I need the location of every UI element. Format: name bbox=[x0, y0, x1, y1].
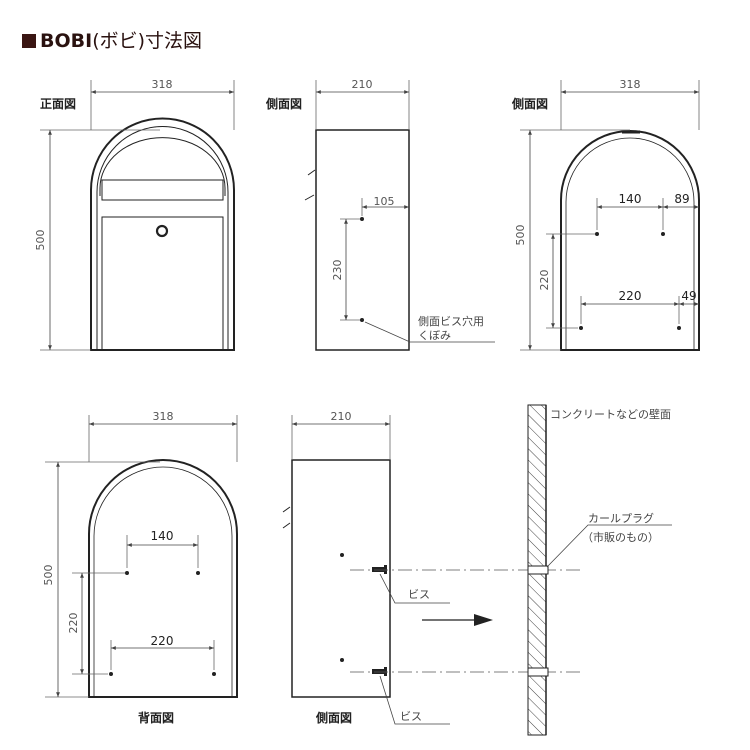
wall-plug-bottom bbox=[527, 667, 549, 677]
side1-hole-bottom bbox=[360, 318, 364, 322]
side-view-1: 210 105 230 側面ビス穴用 くぼみ 側面図 bbox=[265, 78, 495, 351]
side3-view-label: 側面図 bbox=[315, 710, 352, 725]
side2-89-label: 89 bbox=[674, 192, 689, 206]
back-view: 318 140 220 500 220 背面図 bbox=[42, 410, 238, 725]
side2-500-label: 500 bbox=[514, 225, 527, 246]
side2-140-label: 140 bbox=[619, 192, 642, 206]
side2-hole-ur bbox=[661, 232, 665, 236]
plug-label-line1: カールプラグ bbox=[588, 511, 654, 525]
front-width-label: 318 bbox=[152, 78, 173, 91]
screw-label-1: ビス bbox=[408, 588, 430, 601]
plug-label-line2: （市販のもの） bbox=[582, 530, 659, 544]
side3-hole-top bbox=[340, 553, 344, 557]
wall-section: コンクリートなどの壁面 カールプラグ （市販のもの） bbox=[527, 404, 672, 736]
title-square-icon bbox=[22, 34, 36, 48]
side2-view-label: 側面図 bbox=[511, 96, 548, 111]
mail-slot bbox=[101, 179, 224, 201]
back-width-label: 318 bbox=[153, 410, 174, 423]
front-view-label: 正面図 bbox=[40, 97, 76, 111]
front-view: 318 500 正面図 bbox=[34, 78, 235, 351]
back-hole-lr bbox=[212, 672, 216, 676]
side1-view-label: 側面図 bbox=[265, 96, 302, 111]
back-hole-ll bbox=[109, 672, 113, 676]
side-hole-note-line1: 側面ビス穴用 bbox=[418, 314, 484, 328]
screw-bottom bbox=[372, 667, 387, 676]
side2-hole-ul bbox=[595, 232, 599, 236]
page-title: BOBI(ボビ)寸法図 bbox=[22, 26, 202, 53]
title-suffix: (ボビ)寸法図 bbox=[92, 30, 203, 52]
side2-220w-label: 220 bbox=[619, 289, 642, 303]
back-hole-ul bbox=[125, 571, 129, 575]
side2-hole-lr bbox=[677, 326, 681, 330]
direction-arrow-icon bbox=[474, 614, 493, 626]
title-brand: BOBI bbox=[40, 30, 93, 52]
wall-label: コンクリートなどの壁面 bbox=[550, 407, 671, 421]
back-140-label: 140 bbox=[151, 529, 174, 543]
back-220w-label: 220 bbox=[151, 634, 174, 648]
side2-220h-label: 220 bbox=[538, 270, 551, 291]
side-hole-note-line2: くぼみ bbox=[418, 329, 451, 342]
side1-hole-top bbox=[360, 217, 364, 221]
side2-width-label: 318 bbox=[620, 78, 641, 91]
back-view-label: 背面図 bbox=[138, 710, 174, 725]
side1-230-label: 230 bbox=[331, 260, 344, 281]
side1-105-label: 105 bbox=[374, 195, 395, 208]
screw-label-2: ビス bbox=[400, 710, 422, 723]
side1-depth-label: 210 bbox=[352, 78, 373, 91]
screw-top bbox=[372, 565, 387, 574]
wall-plug-top bbox=[527, 565, 549, 575]
side2-hole-ll bbox=[579, 326, 583, 330]
side3-hole-bottom bbox=[340, 658, 344, 662]
side2-49-label: 49 bbox=[681, 289, 696, 303]
key-lock-icon bbox=[155, 224, 169, 238]
side3-depth-label: 210 bbox=[331, 410, 352, 423]
front-height-label: 500 bbox=[34, 230, 47, 251]
side-view-3: 210 ビス ビス 側面図 bbox=[282, 410, 580, 725]
back-500-label: 500 bbox=[42, 565, 55, 586]
side-view-2: 318 140 89 220 49 500 220 側面図 bbox=[511, 78, 700, 351]
front-door bbox=[101, 216, 224, 351]
back-220h-label: 220 bbox=[67, 613, 80, 634]
back-hole-ur bbox=[196, 571, 200, 575]
